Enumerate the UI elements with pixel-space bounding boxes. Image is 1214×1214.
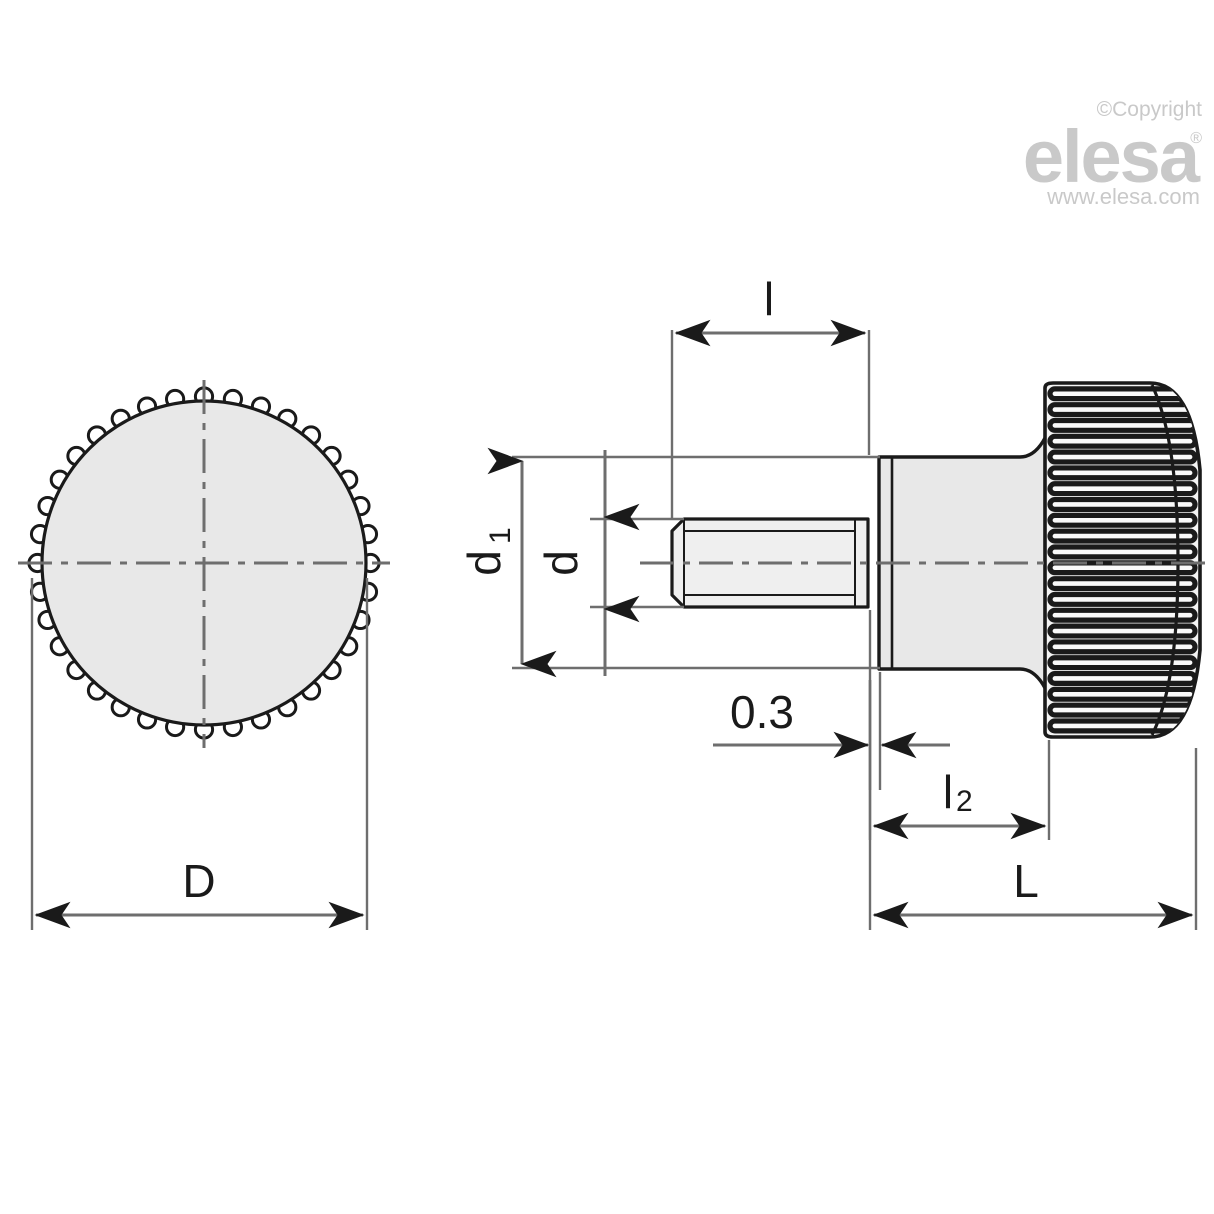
- side-view-head-rib: [1047, 544, 1198, 560]
- dimension-0-3-label: 0.3: [730, 686, 794, 738]
- side-view-head-rib: [1047, 576, 1198, 592]
- side-view-head-rib: [1047, 496, 1198, 512]
- side-view-head-rib: [1047, 686, 1198, 702]
- copyright-label: ©Copyright: [1097, 98, 1203, 121]
- side-view-head-rib: [1047, 465, 1198, 481]
- side-view-head-rib: [1047, 655, 1198, 671]
- side-view-head-rib: [1047, 402, 1198, 418]
- dimension-d-label: d: [535, 550, 587, 576]
- side-view-head-rib: [1047, 591, 1198, 607]
- side-view-head-rib: [1047, 528, 1198, 544]
- side-view-head-rib: [1047, 417, 1198, 433]
- side-view-head-rib: [1047, 702, 1198, 718]
- side-view-head-rib: [1047, 623, 1198, 639]
- dimension-d1-label-subscript: 1: [484, 527, 517, 544]
- dimension-D-group: D: [30, 578, 369, 930]
- branding-group: ©Copyright elesa ® www.elesa.com: [1023, 98, 1203, 209]
- dimension-d1-label: d: [458, 550, 510, 576]
- side-view-head-rib: [1047, 449, 1198, 465]
- dimension-D-label: D: [182, 855, 215, 907]
- elesa-website-text: www.elesa.com: [1046, 184, 1200, 209]
- dimension-l2-group: l 2: [868, 680, 1051, 840]
- side-view-head-ribs: [1047, 386, 1198, 734]
- dimension-d1-group: d 1: [458, 447, 880, 678]
- dimension-L-label: L: [1013, 855, 1039, 907]
- side-view-head-rib: [1047, 512, 1198, 528]
- side-view-head-rib: [1047, 433, 1198, 449]
- dimension-d-group: d: [535, 450, 684, 676]
- dimension-L-group: L: [868, 680, 1198, 930]
- dimension-l-label: l: [764, 273, 774, 325]
- dimension-l-group: l: [670, 273, 871, 519]
- dimension-l2-label-group: l 2: [943, 766, 973, 818]
- side-view-head-rib: [1047, 639, 1198, 655]
- side-view-group: [640, 381, 1214, 739]
- side-view-head-rib: [1047, 481, 1198, 497]
- dimension-l2-label-subscript: 2: [956, 785, 973, 818]
- side-view-head-rib: [1047, 670, 1198, 686]
- front-view-group: [18, 380, 390, 748]
- registered-trademark-icon: ®: [1190, 130, 1202, 147]
- dimension-0-3-group: 0.3: [713, 610, 950, 790]
- dimension-l2-label: l: [943, 766, 953, 818]
- elesa-logo-text: elesa: [1023, 115, 1201, 198]
- side-view-head-rib: [1047, 607, 1198, 623]
